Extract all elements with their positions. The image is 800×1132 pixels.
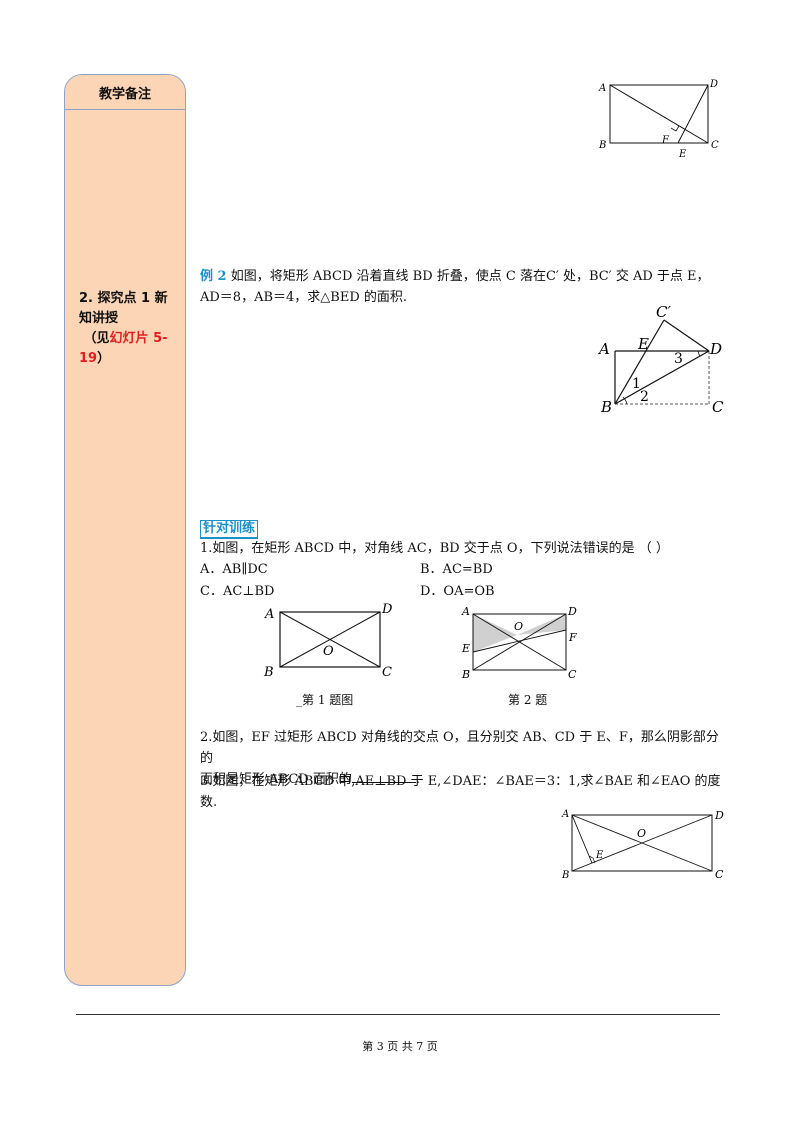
example-tag: 例 2 bbox=[200, 269, 227, 284]
label-A: A bbox=[598, 83, 606, 94]
option-d: D．OA=OB bbox=[420, 584, 495, 599]
option-a: A．AB∥DC bbox=[200, 562, 268, 577]
teaching-notes-sidebar: 教学备注 2. 探究点 1 新知讲授 （见幻灯片 5-19） bbox=[64, 74, 186, 986]
right-angle-mark bbox=[588, 855, 596, 864]
angle-mark-d bbox=[697, 350, 701, 357]
sidebar-header: 教学备注 bbox=[65, 75, 185, 110]
label-C: C bbox=[568, 668, 577, 681]
diagonal-bd bbox=[571, 814, 713, 872]
diagonal-bd bbox=[279, 611, 381, 668]
label-D: D bbox=[709, 79, 718, 90]
label-B: B bbox=[263, 665, 274, 680]
rect-abcd bbox=[279, 611, 381, 668]
label-2: 2 bbox=[640, 389, 649, 405]
label-C: C bbox=[712, 398, 724, 416]
practice-title: 针对训练 bbox=[200, 520, 259, 539]
question-3: 3.如图，在矩形 ABCD 中,AE⊥BD 于 E,∠DAE：∠BAE＝3：1,… bbox=[200, 771, 730, 813]
angle-mark-b bbox=[622, 396, 628, 405]
label-A: A bbox=[461, 605, 470, 618]
label-A: A bbox=[264, 607, 274, 622]
example2-line1: 如图，将矩形 ABCD 沿着直线 BD 折叠，使点 C 落在C′ 处，BC′ 交… bbox=[226, 269, 710, 284]
label-D: D bbox=[709, 340, 722, 358]
diagonal-bd bbox=[614, 350, 710, 405]
example2-line2: AD＝8，AB＝4，求△BED 的面积. bbox=[200, 290, 408, 305]
figure-q1: A D O B C bbox=[263, 602, 393, 680]
label-B: B bbox=[561, 870, 569, 881]
label-1: 1 bbox=[632, 376, 641, 392]
segment-de bbox=[677, 84, 709, 144]
q3-line1: 3.如图，在矩形 ABCD 中,AE⊥BD 于 E,∠DAE：∠BAE＝3：1,… bbox=[200, 774, 721, 789]
sidebar-section-title: 2. 探究点 1 新知讲授 （见幻灯片 5-19） bbox=[79, 289, 179, 369]
label-E: E bbox=[678, 149, 687, 160]
label-O: O bbox=[514, 620, 523, 633]
answer-blank[interactable] bbox=[351, 770, 416, 783]
label-D: D bbox=[714, 809, 724, 822]
label-D: D bbox=[381, 602, 393, 617]
label-C: C bbox=[711, 140, 719, 151]
label-F: F bbox=[661, 135, 670, 146]
label-C: C bbox=[715, 868, 724, 881]
label-F: F bbox=[568, 631, 577, 644]
segment-ae bbox=[571, 814, 593, 864]
label-B: B bbox=[600, 398, 612, 416]
figure-example2-fold: C′ A E 3 D 1 2 B C bbox=[597, 303, 724, 416]
caption-q2: 第 2 题 bbox=[508, 693, 548, 707]
label-E: E bbox=[461, 642, 470, 655]
figure-top-rectangle: A D B C F E bbox=[598, 79, 719, 160]
right-angle-mark bbox=[670, 125, 680, 132]
shaded-region-left bbox=[473, 614, 517, 652]
label-C: C bbox=[382, 665, 392, 680]
question-1: 1.如图，在矩形 ABCD 中，对角线 AC，BD 交于点 O，下列说法错误的是… bbox=[200, 541, 669, 556]
segment-cprimed bbox=[663, 319, 710, 352]
rect-abcd bbox=[472, 613, 567, 671]
label-E: E bbox=[595, 850, 604, 861]
label-O: O bbox=[637, 827, 646, 840]
label-3: 3 bbox=[674, 351, 683, 367]
label-B: B bbox=[598, 140, 606, 151]
slide-ref: 幻灯片 5-19 bbox=[79, 331, 168, 366]
example2-text: 例 2 如图，将矩形 ABCD 沿着直线 BD 折叠，使点 C 落在C′ 处，B… bbox=[200, 266, 720, 308]
segment-ef bbox=[472, 629, 567, 653]
segment-bcprime bbox=[614, 319, 665, 405]
label-D: D bbox=[567, 605, 577, 618]
section-ref: （见幻灯片 5-19） bbox=[79, 331, 168, 366]
shaded-region-right bbox=[517, 614, 566, 635]
q2-line2: 面积是矩形 ABCD 面积的 bbox=[200, 772, 352, 787]
footer-divider bbox=[76, 1014, 720, 1015]
label-E: E bbox=[637, 335, 649, 353]
label-B: B bbox=[461, 668, 470, 681]
q2-line1: 2.如图，EF 过矩形 ABCD 对角线的交点 O，且分别交 AB、CD 于 E… bbox=[200, 730, 719, 766]
figure-q3: A D O E B C bbox=[561, 809, 724, 881]
diagonal-ac bbox=[609, 84, 709, 144]
question-2: 2.如图，EF 过矩形 ABCD 对角线的交点 O，且分别交 AB、CD 于 E… bbox=[200, 727, 730, 790]
diagonal-bd bbox=[472, 613, 567, 671]
label-A: A bbox=[561, 809, 569, 820]
page-footer: 第 3 页 共 7 页 bbox=[362, 1040, 438, 1053]
label-A: A bbox=[597, 340, 610, 358]
label-Cprime: C′ bbox=[656, 303, 671, 321]
rect-abcd bbox=[609, 84, 709, 144]
section-number: 2. 探究点 1 新知讲授 bbox=[79, 291, 168, 326]
q3-line2: 数. bbox=[200, 795, 218, 810]
option-b: B．AC=BD bbox=[420, 562, 493, 577]
rect-abcd bbox=[571, 814, 713, 872]
label-O: O bbox=[323, 644, 334, 659]
option-c: C．AC⊥BD bbox=[200, 584, 275, 599]
figure-q2: A D O F E B C bbox=[461, 605, 577, 681]
caption-q1: _第 1 题图 bbox=[296, 693, 354, 707]
